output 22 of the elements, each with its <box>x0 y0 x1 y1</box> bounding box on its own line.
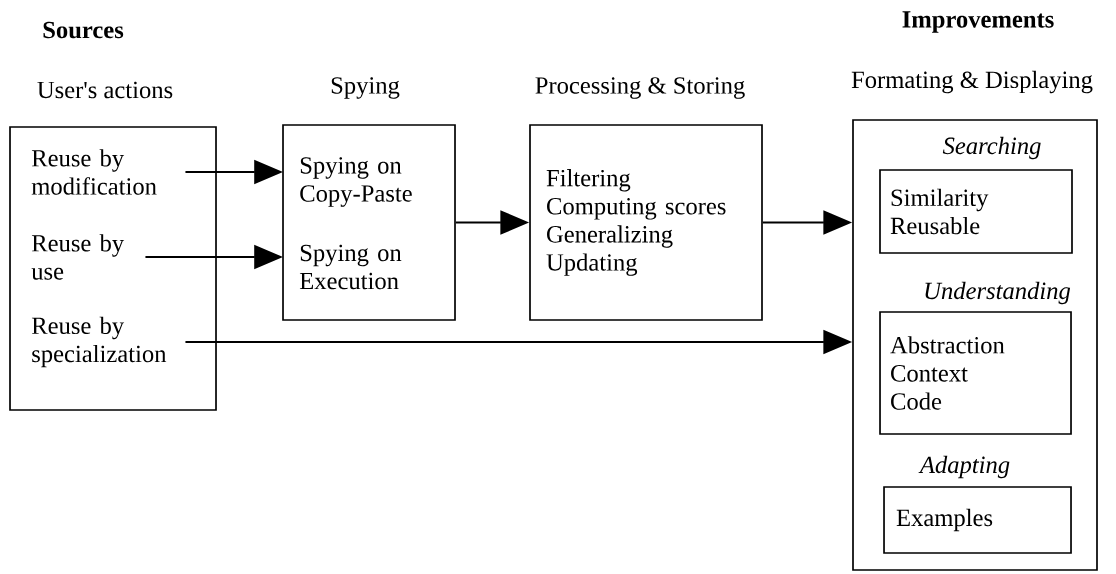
box-heading: Processing & Storing <box>535 77 745 99</box>
process-box: Filtering Computing scores Generalizing Updating <box>529 124 763 321</box>
node-label: Updating <box>546 253 638 276</box>
box-heading: Understanding <box>925 281 1071 305</box>
item-text: Reuse by use <box>31 234 125 280</box>
section-heading: Improvements <box>902 11 1054 33</box>
process-box: Abstraction Context Code <box>879 311 1072 435</box>
process-box: Similarity Reusable <box>879 169 1073 254</box>
box-heading: Adapting <box>918 455 1010 479</box>
item-text: Reuse by specialization <box>31 316 167 368</box>
box-heading: Searching <box>942 136 1041 160</box>
item-text: Reuse by modification <box>31 149 157 195</box>
box-heading: User's actions <box>37 81 173 99</box>
node-label: Computing scores <box>547 198 726 220</box>
item-text: Spying on Copy-Paste <box>300 157 412 207</box>
section-heading: Sources <box>43 21 124 39</box>
box-heading: Formating & Displaying <box>851 70 1093 94</box>
box-heading: Spying <box>331 77 400 99</box>
node-label: Generalizing <box>547 225 673 248</box>
node-label: Filtering <box>546 169 631 192</box>
process-box: Examples <box>883 486 1072 554</box>
item-text: Spying on Execution <box>299 244 402 290</box>
